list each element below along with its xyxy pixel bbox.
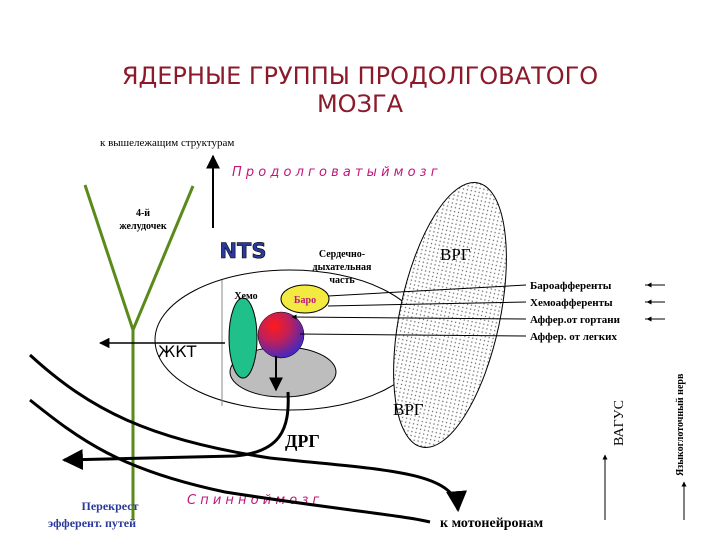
afferent-label-baro: Бароафференты <box>530 280 612 292</box>
spinal-cord-label: С п и н н о й м о з г <box>187 493 319 508</box>
afferent-lines <box>291 284 527 337</box>
chemo-nucleus <box>228 297 258 379</box>
respiratory-nucleus-ball <box>257 311 305 359</box>
drg-label: ДРГ <box>285 431 320 451</box>
glossopharyngeal-label: Языкоглоточный нерв <box>675 373 686 476</box>
to-higher-structures-label: к вышележащим структурам <box>100 137 234 149</box>
cardio-label-line-1: Сердечно- <box>319 249 365 260</box>
fourth-ventricle-shape <box>83 184 195 520</box>
drg-output-path <box>61 391 290 471</box>
vrg-bottom-label: ВРГ <box>393 400 424 419</box>
crossing-path-upper <box>28 353 468 513</box>
chemo-label: Хемо <box>234 291 257 302</box>
baro-label: Баро <box>294 295 316 306</box>
vagus-label: ВАГУС <box>612 400 627 446</box>
title-line-1: ЯДЕРНЫЕ ГРУППЫ ПРОДОЛГОВАТОГО <box>122 62 598 90</box>
title-line-2: МОЗГА <box>317 90 404 118</box>
cardio-label-line-3: часть <box>329 275 355 286</box>
crossing-label-line-1: Перекрест <box>82 499 139 513</box>
zhkt-label: ЖКТ <box>158 342 197 361</box>
medulla-label: П р о д о л г о в а т ы й м о з г <box>232 165 438 180</box>
nts-label: NTS <box>219 239 266 263</box>
ventricle-label-line-2: желудочек <box>119 221 166 232</box>
afferent-label-chemo: Хемоафференты <box>530 297 613 309</box>
crossing-path-lower <box>29 398 431 524</box>
cardio-label-line-2: дыхательная <box>313 262 372 273</box>
afferent-label-larynx: Аффер.от гортани <box>530 314 621 326</box>
vrg-top-label: ВРГ <box>440 245 471 264</box>
crossing-label-line-2: эфферент. путей <box>48 516 136 530</box>
ventricle-label-line-1: 4-й <box>136 208 150 219</box>
motoneurons-label: к мотонейронам <box>440 516 544 531</box>
afferent-label-lungs: Аффер. от легких <box>530 331 617 343</box>
baro-nucleus <box>280 284 330 314</box>
